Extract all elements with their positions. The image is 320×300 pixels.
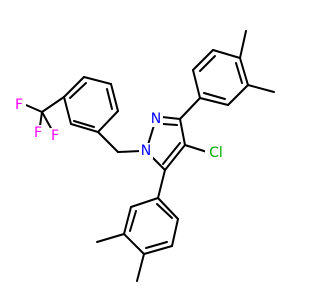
bond-ring-a-1-2	[192, 69, 201, 99]
atom-cl-bg	[205, 145, 227, 161]
atom-labels: N N Cl F F F	[13, 97, 227, 161]
bond-ring-a-3-4	[212, 49, 241, 59]
atom-n1-bg	[139, 143, 153, 159]
bond-c5-ring-b	[157, 169, 166, 199]
bond-ring-c-5-6-inner	[106, 88, 113, 110]
atom-f3-label: F	[51, 128, 59, 144]
bond-ring-b-6-1-inner	[156, 203, 173, 219]
bond-c4-c5-a	[164, 144, 186, 171]
bond-ring-b-6-1	[157, 197, 179, 220]
bond-ring-b-methyl-bottom	[136, 253, 145, 282]
bond-n1-ch2	[117, 150, 142, 153]
bond-ring-b-3-4	[123, 233, 145, 255]
bond-c4-c5-b	[162, 142, 181, 165]
atom-n1: N	[139, 143, 153, 159]
bond-ring-b-2-3	[123, 206, 132, 235]
bond-c-f1	[25, 104, 43, 113]
bond-c3-ring-a	[179, 97, 201, 120]
bond-ring-c-4-5	[83, 76, 112, 85]
molecule-structure-diagram: N N Cl F F F	[13, 30, 275, 282]
atom-f3-bg	[49, 128, 62, 144]
bond-ring-c-1-2	[70, 123, 99, 133]
bond-ring-c-cf3	[41, 96, 65, 113]
bond-ring-c-3-4-inner	[69, 82, 87, 99]
bond-ring-a-4-5-inner	[235, 62, 243, 84]
atom-n2-bg	[149, 111, 163, 127]
bond-ring-b-methyl-left	[96, 233, 125, 243]
atom-f2-label: F	[34, 125, 42, 141]
atom-f3: F	[49, 128, 62, 144]
bond-ring-b-4-5	[143, 245, 173, 255]
bond-ring-a-methyl-top	[239, 30, 247, 59]
atom-n2: N	[149, 111, 163, 127]
atom-f1-bg	[13, 97, 26, 113]
bond-ring-b-2-3-inner	[129, 210, 137, 232]
bond-ring-c-1-2-inner	[73, 120, 95, 128]
bond-ring-a-2-3-inner	[199, 55, 216, 72]
bond-ring-a-6-1	[199, 97, 229, 106]
atom-f1-label: F	[15, 97, 23, 113]
bond-ring-a-methyl-right	[247, 84, 275, 93]
bond-ring-a-6-1-inner	[203, 92, 226, 100]
bond-ring-a-5-6	[227, 84, 249, 106]
bond-ring-b-5-6	[171, 218, 179, 247]
bonds	[25, 30, 275, 282]
bond-ring-a-2-3	[192, 49, 214, 71]
bond-ring-c-5-6	[110, 83, 119, 112]
atom-n1-label: N	[141, 143, 151, 159]
atom-cl: Cl	[205, 145, 227, 161]
bond-ring-b-1-2	[130, 197, 159, 208]
bond-ring-c-2-3	[63, 96, 72, 125]
bond-c-f3	[41, 111, 53, 131]
bond-c4-cl	[184, 144, 208, 153]
bond-n2-c3-a	[161, 116, 181, 120]
atom-f1: F	[13, 97, 26, 113]
bond-ring-c-6-1	[97, 110, 119, 133]
atom-f2-bg	[32, 125, 45, 141]
bond-n2-c3-b	[162, 123, 178, 126]
bond-c-f2	[39, 111, 43, 127]
bond-c3-c4	[179, 118, 186, 146]
bond-ring-a-4-5	[239, 57, 249, 86]
bond-ring-c-3-4	[63, 76, 85, 98]
atom-n2-label: N	[151, 111, 161, 127]
atom-cl-label: Cl	[209, 145, 223, 161]
bond-ch2-ring-c	[97, 131, 119, 153]
bond-ring-b-4-5-inner	[145, 241, 168, 249]
atom-f2: F	[32, 125, 45, 141]
